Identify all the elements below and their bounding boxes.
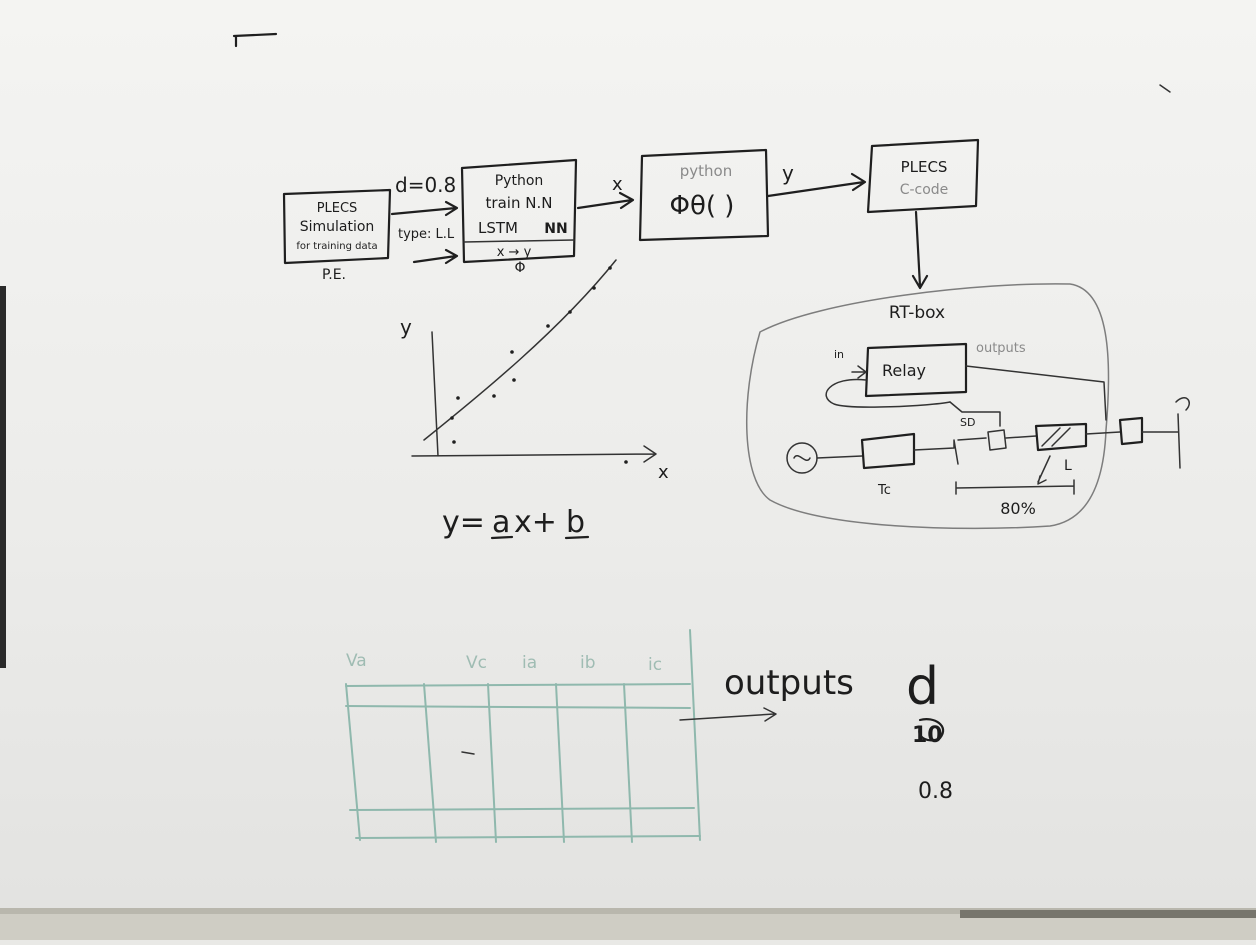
plecs-box-line1: PLECS [901, 158, 948, 176]
sd-label: SD [960, 416, 975, 429]
arrow-to-train [392, 202, 457, 215]
train-box-line1: Python [495, 173, 544, 189]
table-header: Vc [466, 653, 487, 673]
equation-y: y= [442, 505, 485, 540]
y-signal-label: y [782, 161, 794, 185]
table-rows [346, 684, 700, 838]
filter-block [862, 434, 914, 468]
rtbox-title: RT-box [889, 303, 945, 323]
equation-xplus: x+ [514, 505, 557, 540]
faded-data-table: Va Vc ia ib ic [346, 630, 700, 842]
stray-mark [1160, 85, 1170, 92]
wire [1086, 432, 1120, 434]
percent-label: 80% [1000, 499, 1036, 518]
train-box-line2: train N.N [486, 194, 553, 212]
l-label: L [1064, 458, 1072, 474]
plot-x-axis-label: x [658, 462, 669, 483]
wire [817, 456, 862, 458]
arrow-to-relay [852, 366, 866, 378]
percent-span [956, 480, 1074, 494]
scatter-sketch: y x [400, 260, 669, 483]
stray-mark [462, 752, 474, 754]
fit-line [424, 260, 616, 440]
board-frame-left [0, 286, 6, 668]
outputs-text: outputs [724, 663, 854, 703]
load-block-hatch [1042, 428, 1070, 446]
duty-value: 0.8 [918, 779, 953, 804]
output-terminal [1142, 398, 1189, 468]
relay-in-label: in [834, 348, 844, 361]
stray-mark [234, 34, 276, 46]
table-header: ib [580, 653, 596, 673]
sim-box-line3: for training data [296, 241, 377, 252]
scatter-points [450, 266, 628, 464]
arrow-to-train [414, 250, 457, 263]
python-train-box: Python train N.N LSTM NN x → y Φ [462, 160, 576, 276]
train-box-mapping: x → y [497, 245, 532, 260]
tc-label: Tc [877, 483, 891, 498]
plecs-simulation-box: PLECS Simulation for training data P.E. [284, 190, 390, 283]
sim-box-line1: PLECS [317, 201, 358, 216]
arrow-to-python [578, 193, 633, 208]
python-phi-box: python Φθ( ) [640, 150, 768, 240]
table-header: ic [648, 655, 662, 675]
board-frame [960, 910, 1256, 918]
ac-source-sine [794, 456, 810, 461]
param-d: d=0.8 [395, 173, 456, 197]
train-box-below: Φ [514, 260, 525, 276]
plecs-ccode-box: PLECS C-code [868, 140, 978, 212]
train-box-line4: NN [544, 221, 567, 237]
rt-box: RT-box Relay in outputs SD Tc L 80% [747, 284, 1190, 529]
table-header: Va [346, 651, 367, 671]
plot-axes [412, 332, 656, 462]
equation-a: a [492, 505, 510, 540]
x-signal-label: x [612, 174, 623, 195]
linear-equation: y= a x+ b [442, 505, 588, 540]
duty-symbol: d [906, 657, 939, 717]
plot-y-axis-label: y [400, 315, 412, 339]
python-box-function: Φθ( ) [670, 191, 735, 221]
load-arrow [1038, 456, 1050, 484]
relay-label: Relay [882, 361, 926, 380]
switch-block [958, 430, 1006, 450]
param-type: type: L.L [398, 227, 455, 242]
output-block [1120, 418, 1142, 444]
arrow-to-rtbox [913, 212, 927, 288]
relay-outputs-label: outputs [976, 341, 1026, 356]
wire [1006, 436, 1036, 438]
wire [914, 440, 958, 464]
table-header: ia [522, 653, 537, 673]
python-box-title: python [680, 162, 732, 180]
train-box-line3: LSTM [478, 219, 518, 237]
sim-box-below: P.E. [322, 267, 346, 283]
plecs-box-line2: C-code [900, 182, 949, 198]
equation-b: b [566, 505, 585, 540]
sim-box-line2: Simulation [300, 219, 375, 235]
scribble-mark: 10 [912, 723, 943, 748]
